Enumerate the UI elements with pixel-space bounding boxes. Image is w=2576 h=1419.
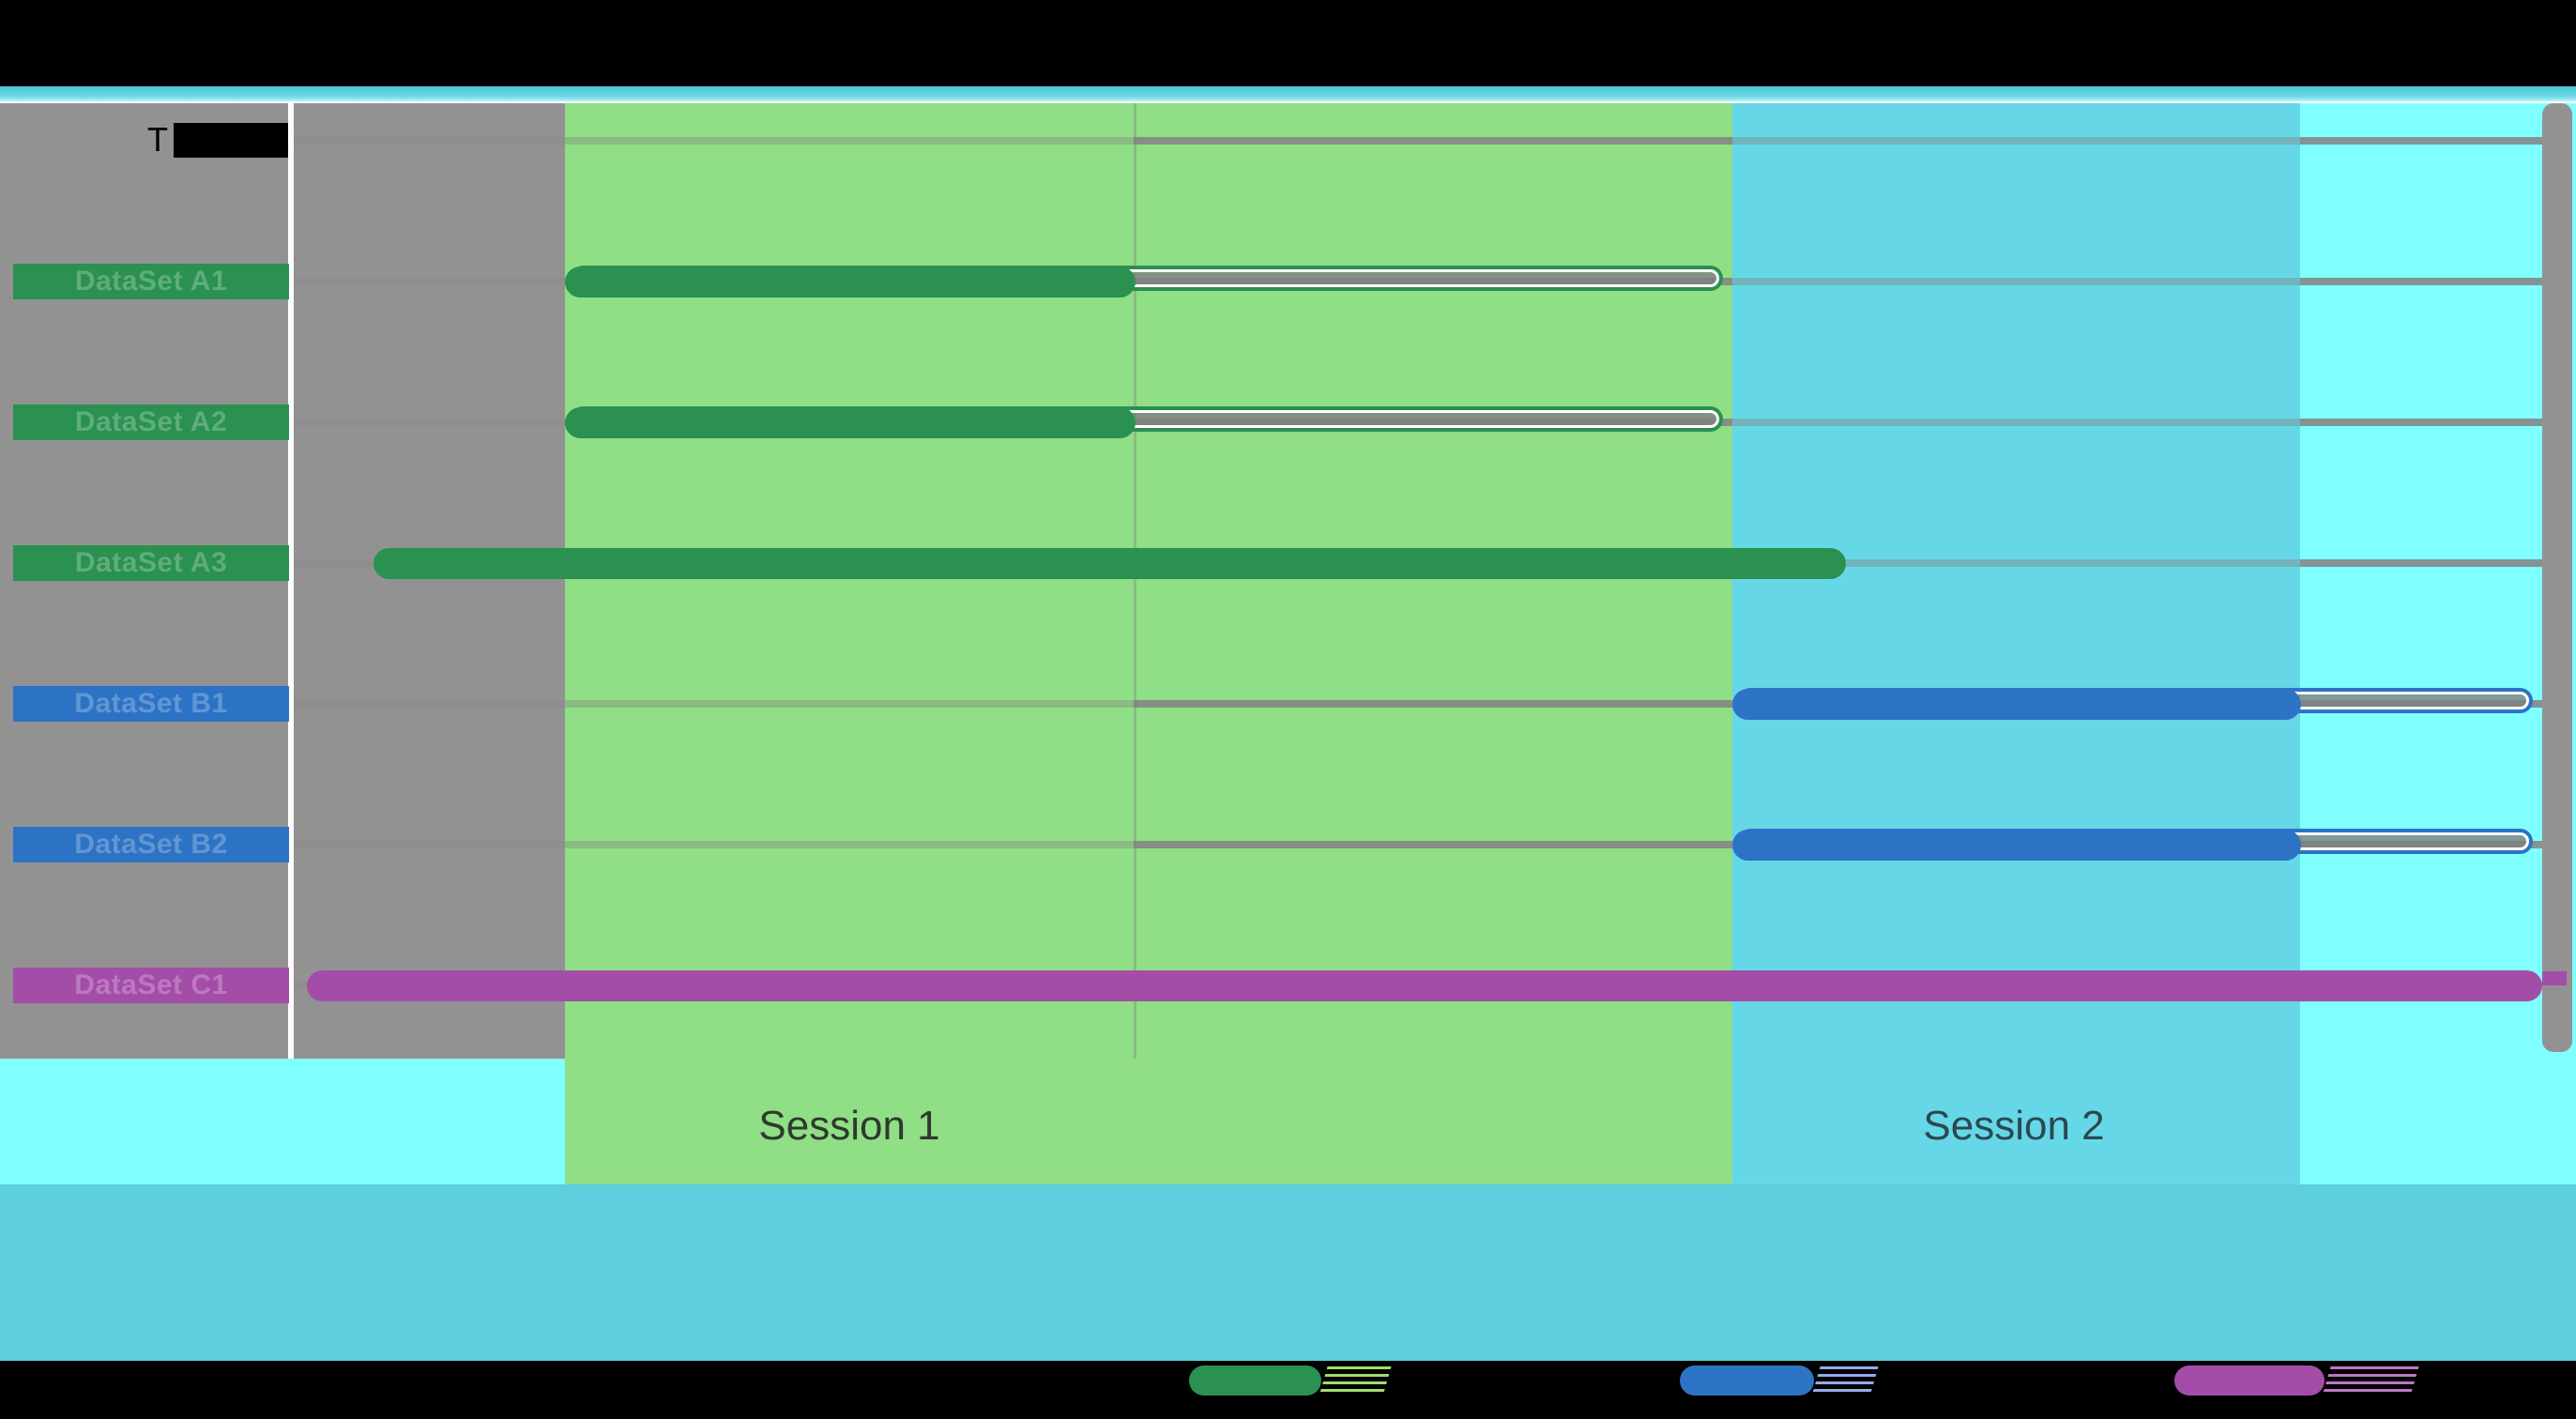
time-marker-line <box>1134 103 1136 1059</box>
gridline-3-seg-3 <box>1732 559 2300 567</box>
row-label-chip-1[interactable]: DataSet A1 <box>13 264 289 299</box>
gridline-0-seg-4 <box>2300 137 2542 145</box>
gridline-4-seg-1 <box>565 700 1134 708</box>
bottom-cyan-band <box>0 1184 2576 1361</box>
gridline-5-seg-1 <box>565 841 1134 848</box>
session-label-2: Session 2 <box>1923 1103 2105 1149</box>
time-column-header: T <box>147 120 168 159</box>
gridline-4-seg-2 <box>1134 700 1732 708</box>
row-label-chip-5[interactable]: DataSet B2 <box>13 827 289 862</box>
legend-tail-a <box>1319 1366 1392 1395</box>
legend-swatch-c[interactable] <box>2174 1366 2324 1396</box>
scrollbar-column[interactable] <box>2542 103 2572 1052</box>
row-bar-2[interactable] <box>565 407 1136 438</box>
row-bar-end-tab-6 <box>2542 971 2567 985</box>
top-cyan-strip <box>0 86 2576 103</box>
gridline-0-seg-1 <box>565 137 1134 145</box>
row-label-chip-4[interactable]: DataSet B1 <box>13 686 289 722</box>
top-black-bar <box>0 0 2576 86</box>
gridline-5-seg-0 <box>294 841 565 848</box>
gridline-2-seg-0 <box>294 419 565 426</box>
row-label-chip-2[interactable]: DataSet A2 <box>13 404 289 440</box>
gridline-5-seg-2 <box>1134 841 1732 848</box>
legend-tail-b <box>1812 1366 1879 1395</box>
row-bar-4[interactable] <box>1732 689 2301 720</box>
session-panel-2 <box>1732 101 2300 1196</box>
row-bar-6[interactable] <box>307 970 2542 1001</box>
row-label-chip-3[interactable]: DataSet A3 <box>13 545 289 581</box>
row-bar-5[interactable] <box>1732 830 2301 861</box>
gridline-0-seg-2 <box>1134 137 1732 145</box>
row-bar-3[interactable] <box>373 548 1846 579</box>
legend-swatch-b[interactable] <box>1680 1366 1814 1396</box>
gridline-4-seg-0 <box>294 700 565 708</box>
legend-swatch-a[interactable] <box>1189 1366 1321 1396</box>
session-label-1: Session 1 <box>758 1103 940 1149</box>
row-label-chip-6[interactable]: DataSet C1 <box>13 968 289 1003</box>
legend-tail-c <box>2323 1366 2419 1395</box>
gridline-1-seg-3 <box>1732 278 2300 285</box>
label-column-divider <box>288 101 294 1059</box>
gridline-1-seg-4 <box>2300 278 2542 285</box>
gridline-0-seg-0 <box>294 137 565 145</box>
gridline-3-seg-4 <box>2300 559 2542 567</box>
row-bar-1[interactable] <box>565 267 1136 298</box>
redaction-box <box>174 123 288 158</box>
gridline-2-seg-4 <box>2300 419 2542 426</box>
gridline-2-seg-3 <box>1732 419 2300 426</box>
gridline-1-seg-0 <box>294 278 565 285</box>
gridline-0-seg-3 <box>1732 137 2300 145</box>
session-panel-1 <box>565 101 1732 1196</box>
